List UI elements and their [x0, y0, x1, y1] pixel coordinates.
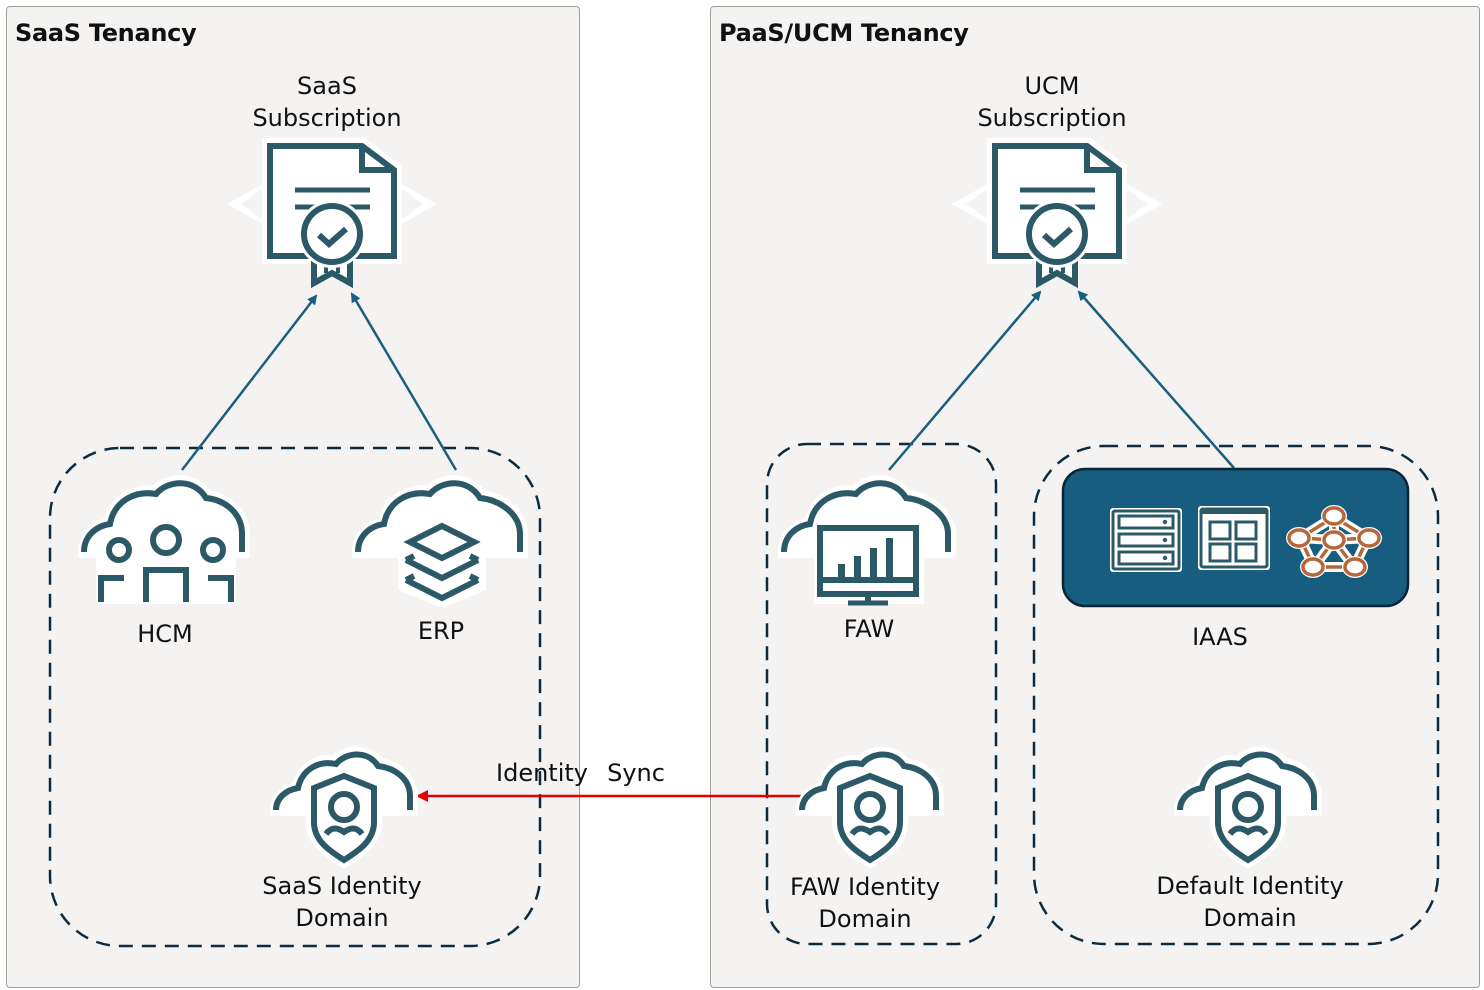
saas-identity-domain-line2: Domain	[295, 904, 389, 932]
faw-group	[765, 442, 998, 946]
faw-identity-domain-label: FAW Identity Domain	[765, 871, 965, 935]
iaas-to-ucm-subscription	[1077, 290, 1235, 469]
paas-tenancy-title: PaaS/UCM Tenancy	[719, 19, 969, 47]
certificate-icon	[951, 138, 1163, 289]
identity-sync-label-right: Sync	[607, 759, 665, 787]
network-nodes-icon	[1286, 505, 1382, 578]
identity-sync-label-left: Identity	[496, 759, 588, 787]
hcm-to-saas-subscription	[181, 294, 318, 471]
faw-to-ucm-subscription	[888, 290, 1042, 471]
faw-label: FAW	[843, 615, 895, 643]
ucm-subscription-line1: UCM	[1024, 72, 1080, 100]
saas-identity-domain-line1: SaaS Identity	[262, 872, 422, 900]
cloud-shield-user-icon	[1174, 746, 1322, 868]
faw-identity-domain-line1: FAW Identity	[789, 873, 941, 901]
ucm-subscription-label: UCM Subscription	[952, 70, 1152, 134]
dashboard-grid-icon	[1198, 506, 1270, 570]
cloud-shield-user-icon	[270, 746, 418, 868]
saas-subscription-label: SaaS Subscription	[227, 70, 427, 134]
default-identity-domain-line1: Default Identity	[1156, 872, 1344, 900]
saas-subscription-line2: Subscription	[252, 104, 402, 132]
hcm-label: HCM	[137, 620, 193, 648]
cloud-users-icon	[77, 475, 250, 604]
iaas-group	[1032, 444, 1440, 946]
erp-to-saas-subscription	[350, 292, 458, 471]
cloud-shield-user-icon	[796, 746, 944, 868]
saas-services-group	[48, 446, 542, 948]
erp-label: ERP	[417, 617, 465, 645]
cloud-monitor-chart-icon	[778, 475, 956, 606]
ucm-subscription-line2: Subscription	[977, 104, 1127, 132]
default-identity-domain-line2: Domain	[1203, 904, 1297, 932]
certificate-icon	[226, 138, 438, 289]
iaas-label: IAAS	[1192, 623, 1248, 651]
saas-subscription-line1: SaaS	[297, 72, 357, 100]
default-identity-domain-label: Default Identity Domain	[1138, 870, 1362, 934]
cloud-layers-icon	[352, 475, 528, 607]
faw-identity-domain-line2: Domain	[818, 905, 912, 933]
server-icon	[1110, 508, 1182, 572]
saas-tenancy-title: SaaS Tenancy	[15, 19, 197, 47]
saas-identity-domain-label: SaaS Identity Domain	[242, 870, 442, 934]
